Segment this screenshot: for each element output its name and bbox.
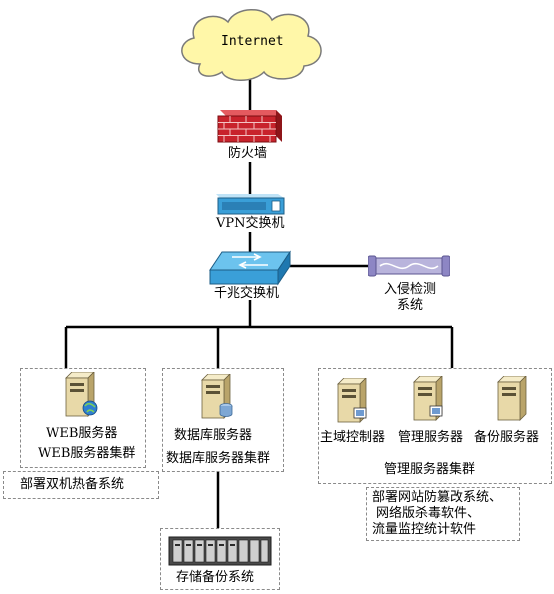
mgmt-note-line2: 网络版杀毒软件、	[376, 506, 481, 521]
mgmt-note-line3: 流量监控统计软件	[372, 522, 477, 537]
mgmt-server-label: 管理服务器	[398, 430, 464, 445]
web-note-label: 部署双机热备系统	[20, 477, 125, 492]
db-server-icon	[201, 374, 233, 419]
backup-server-icon	[497, 376, 527, 421]
web-note-box	[3, 471, 159, 499]
web-cluster-label: WEB服务器集群	[38, 446, 136, 461]
storage-label: 存储备份系统	[176, 570, 255, 585]
mgmt-note-box	[366, 487, 520, 541]
internet-label: Internet	[221, 34, 284, 49]
core-switch-label: 千兆交换机	[214, 286, 280, 301]
domain-controller-label: 主域控制器	[320, 430, 386, 445]
internet-cloud-icon	[181, 9, 322, 81]
db-server-label: 数据库服务器	[174, 428, 253, 443]
storage-box	[160, 528, 280, 590]
mgmt-cluster-box	[318, 368, 552, 484]
firewall-label: 防火墙	[228, 146, 268, 161]
mgmt-note-line1: 部署网站防篡改系统、	[372, 490, 503, 505]
vpn-switch-label: VPN交换机	[216, 216, 285, 231]
vpn-switch-icon	[216, 194, 285, 215]
ids-label-line1: 入侵检测	[383, 282, 436, 297]
core-switch-icon	[209, 250, 291, 286]
web-server-label: WEB服务器	[46, 426, 118, 441]
web-cluster-box	[20, 368, 146, 468]
ids-icon	[368, 255, 450, 277]
backup-server-label: 备份服务器	[474, 430, 540, 445]
mgmt-cluster-label: 管理服务器集群	[384, 462, 476, 477]
domain-controller-icon	[337, 378, 367, 423]
db-cluster-box	[162, 368, 284, 472]
mgmt-server-icon	[413, 376, 443, 421]
firewall-icon	[217, 110, 282, 143]
storage-array-icon	[168, 536, 272, 566]
db-cluster-label: 数据库服务器集群	[166, 451, 271, 466]
web-server-icon	[65, 372, 98, 417]
ids-label-line2: 系统	[396, 298, 423, 313]
